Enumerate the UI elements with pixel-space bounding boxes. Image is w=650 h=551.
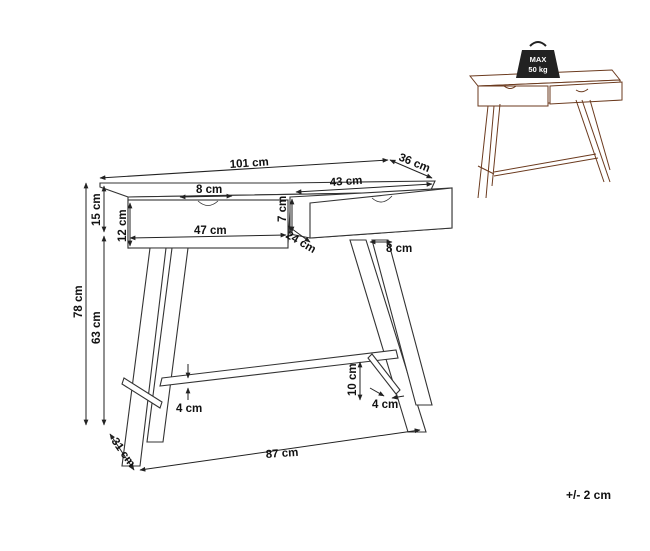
- console-table-drawing: [99, 180, 453, 467]
- tolerance-note: +/- 2 cm: [566, 488, 611, 502]
- weight-limit-line2: 50 kg: [528, 65, 548, 74]
- inner-width-label: 47 cm: [194, 225, 227, 237]
- drawer-height-left-label: 12 cm: [117, 209, 129, 242]
- top-thickness-label: 15 cm: [91, 193, 103, 226]
- drawer-handle-label: 8 cm: [196, 184, 222, 196]
- dimension-lines: [83, 157, 433, 472]
- weight-limit-icon: MAX 50 kg: [516, 41, 560, 78]
- thumbnail-drawing: MAX 50 kg: [468, 41, 623, 199]
- weight-limit-line1: MAX: [530, 55, 547, 64]
- stretcher-height-label: 10 cm: [347, 363, 359, 396]
- depth-label: 36 cm: [397, 152, 432, 175]
- base-width-label: 87 cm: [265, 447, 298, 461]
- total-height-label: 78 cm: [73, 285, 85, 318]
- leg-height-label: 63 cm: [91, 311, 103, 344]
- drawer-height-right-label: 7 cm: [277, 196, 289, 222]
- stretcher-thickness-left-label: 4 cm: [176, 403, 202, 415]
- width-label: 101 cm: [229, 156, 269, 171]
- drawer-width-label: 43 cm: [329, 175, 362, 189]
- stretcher-thickness-right-label: 4 cm: [372, 399, 398, 411]
- leg-width-label: 8 cm: [386, 243, 412, 255]
